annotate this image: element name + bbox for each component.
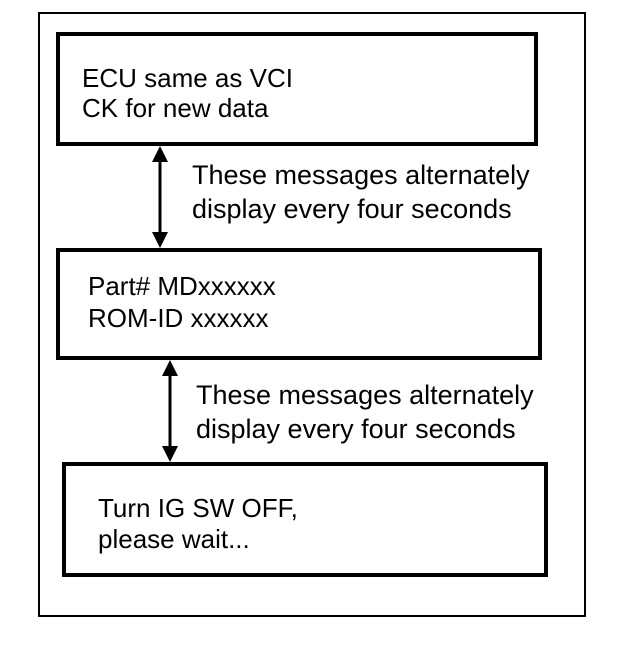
note-line: display every four seconds <box>196 414 516 444</box>
alternation-note: These messages alternately display every… <box>192 158 530 226</box>
message-box-ecu-status: ECU same as VCI CK for new data <box>56 32 538 146</box>
message-line: please wait... <box>98 524 250 554</box>
message-line: CK for new data <box>82 93 269 123</box>
double-arrow-icon <box>152 146 168 248</box>
alternation-note: These messages alternately display every… <box>196 378 534 446</box>
note-line: display every four seconds <box>192 194 512 224</box>
message-line: Turn IG SW OFF, <box>98 493 298 523</box>
note-line: These messages alternately <box>192 160 530 190</box>
message-line: ECU same as VCI <box>82 63 293 93</box>
message-box-part-rom-id: Part# MDxxxxxx ROM-ID xxxxxx <box>56 248 542 360</box>
message-line: Part# MDxxxxxx <box>88 271 276 301</box>
message-box-turn-ig-off: Turn IG SW OFF, please wait... <box>62 462 548 577</box>
diagram-frame <box>38 12 586 617</box>
note-line: These messages alternately <box>196 380 534 410</box>
double-arrow-icon <box>162 360 178 462</box>
message-line: ROM-ID xxxxxx <box>88 303 269 333</box>
